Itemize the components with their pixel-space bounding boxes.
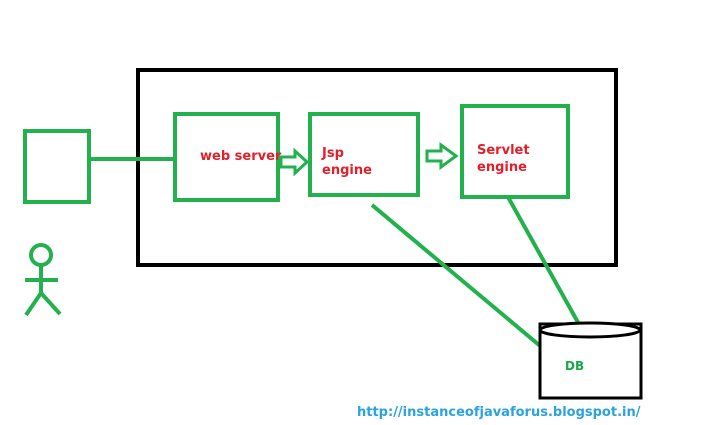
- servlet-engine-box: [460, 104, 570, 199]
- jsp-engine-label-line2: engine: [322, 163, 372, 178]
- user-stick-figure-icon: [24, 243, 62, 317]
- servlet-engine-label-line2: engine: [477, 160, 527, 175]
- servlet-engine-label-line1: Servlet: [477, 143, 530, 158]
- web-server-box: [173, 112, 280, 202]
- web-server-label: web server: [200, 149, 282, 164]
- server-container: [136, 68, 618, 267]
- jsp-engine-box: [308, 112, 420, 197]
- hollow-right-arrow-icon: [279, 147, 310, 177]
- hollow-right-arrow-icon: [425, 142, 459, 170]
- client-box: [23, 129, 91, 204]
- jsp-engine-label-line1: Jsp: [321, 146, 344, 161]
- database-cylinder-icon: [538, 321, 643, 400]
- jsp-db-connector-line: [370, 203, 547, 352]
- servlet-db-connector-line: [506, 196, 582, 327]
- source-url-text: http://instanceofjavaforus.blogspot.in/: [357, 405, 641, 420]
- db-label: DB: [565, 359, 584, 373]
